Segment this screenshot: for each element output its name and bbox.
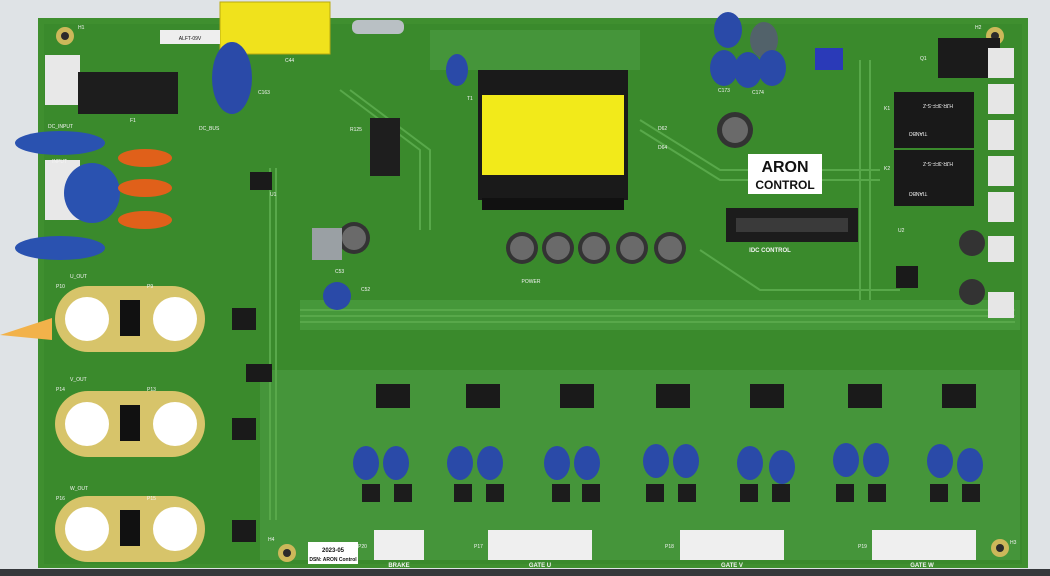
relay-1-brand: TIANBO bbox=[909, 130, 928, 136]
trace-bundle bbox=[269, 60, 1015, 520]
ref-c44: C44 bbox=[285, 58, 294, 64]
brand-line-1: ARON bbox=[761, 159, 808, 176]
input-label: INPUT bbox=[52, 159, 67, 165]
ref-c52: C52 bbox=[361, 287, 370, 293]
output-v-ref-b: P13 bbox=[147, 387, 156, 393]
output-pads bbox=[55, 286, 205, 562]
ref-d64: D64 bbox=[658, 145, 667, 151]
ref-h3: H3 bbox=[1010, 540, 1017, 546]
output-capacitors bbox=[338, 112, 985, 305]
gate-driver-groups bbox=[232, 172, 976, 542]
right-connectors bbox=[988, 48, 1014, 318]
viewer-bottom-bar bbox=[0, 569, 1050, 576]
ref-k2: K2 bbox=[884, 166, 890, 172]
brand-box bbox=[748, 154, 822, 194]
output-w-label: W_OUT bbox=[70, 486, 88, 492]
ref-q1: Q1 bbox=[920, 56, 927, 62]
pointer-arrow bbox=[0, 318, 52, 340]
alft-component bbox=[160, 30, 220, 44]
connector-ref-p18: P18 bbox=[665, 544, 674, 550]
x-capacitor bbox=[64, 163, 120, 223]
connector-ref-p20: P20 bbox=[358, 544, 367, 550]
ref-k1: K1 bbox=[884, 106, 890, 112]
electrolytic-capacitors-blue bbox=[323, 12, 786, 310]
fuse-holder-f1 bbox=[78, 72, 178, 114]
designer-label: DSN: ARON Control bbox=[309, 557, 357, 563]
ref-h4: H4 bbox=[268, 537, 275, 543]
trimmer-pot bbox=[815, 48, 843, 70]
relay-1-model: HJR-3FF-S-Z bbox=[923, 102, 953, 108]
capacitor-c163 bbox=[212, 42, 252, 114]
input-connector bbox=[45, 55, 80, 105]
gate-capacitor-pairs bbox=[353, 443, 983, 484]
connector-label-gate-w: GATE W bbox=[910, 563, 934, 569]
date-label: 2023-05 bbox=[322, 548, 345, 554]
regulator bbox=[312, 228, 342, 260]
ref-c163: C163 bbox=[258, 90, 270, 96]
power-label: POWER bbox=[522, 279, 541, 285]
power-resistor bbox=[352, 20, 404, 34]
heatsink-transistor bbox=[370, 118, 400, 176]
idc-control-connector bbox=[726, 208, 858, 242]
ref-h2: H2 bbox=[975, 25, 982, 31]
alft-label: ALFT-09V bbox=[179, 36, 202, 42]
output-u-ref-b: P9 bbox=[147, 284, 153, 290]
relays bbox=[894, 92, 974, 206]
output-w-ref-b: P15 bbox=[147, 496, 156, 502]
bottom-connectors bbox=[374, 530, 976, 560]
orange-resistors bbox=[118, 149, 172, 229]
relay-2-brand: TIANBO bbox=[909, 190, 928, 196]
ref-c53: C53 bbox=[335, 269, 344, 275]
relay-2-model: HJR-3FF-S-Z bbox=[923, 160, 953, 166]
idc-label: IDC CONTROL bbox=[749, 248, 791, 254]
ref-f1: F1 bbox=[130, 118, 136, 124]
y-capacitor-bottom bbox=[15, 236, 105, 260]
ref-u2: U2 bbox=[898, 228, 905, 234]
connector-label-gate-u: GATE U bbox=[529, 563, 551, 569]
ref-r125: R125 bbox=[350, 127, 362, 133]
connector-ref-p17: P17 bbox=[474, 544, 483, 550]
dc-input-label: DC_INPUT bbox=[48, 124, 73, 130]
output-u-label: U_OUT bbox=[70, 274, 87, 280]
output-v-label: V_OUT bbox=[70, 377, 87, 383]
dc-bus-label: DC_BUS bbox=[199, 126, 220, 132]
ref-c174: C174 bbox=[752, 90, 764, 96]
ref-u1: U1 bbox=[270, 192, 277, 198]
brand-line-2: CONTROL bbox=[755, 178, 814, 192]
connector-label-gate-v: GATE V bbox=[721, 563, 743, 569]
connector-ref-p19: P19 bbox=[858, 544, 867, 550]
date-box bbox=[308, 542, 358, 564]
gate-mosfets bbox=[362, 484, 980, 502]
ref-d62: D62 bbox=[658, 126, 667, 132]
output-v-ref-a: P14 bbox=[56, 387, 65, 393]
connector-label-brake: BRAKE bbox=[388, 563, 409, 569]
y-capacitor-top bbox=[15, 131, 105, 155]
ref-c173: C173 bbox=[718, 88, 730, 94]
ref-h1: H1 bbox=[78, 25, 85, 31]
output-w-ref-a: P16 bbox=[56, 496, 65, 502]
output-u-ref-a: P10 bbox=[56, 284, 65, 290]
transformer-t1 bbox=[478, 70, 628, 210]
ref-t1: T1 bbox=[467, 96, 473, 102]
